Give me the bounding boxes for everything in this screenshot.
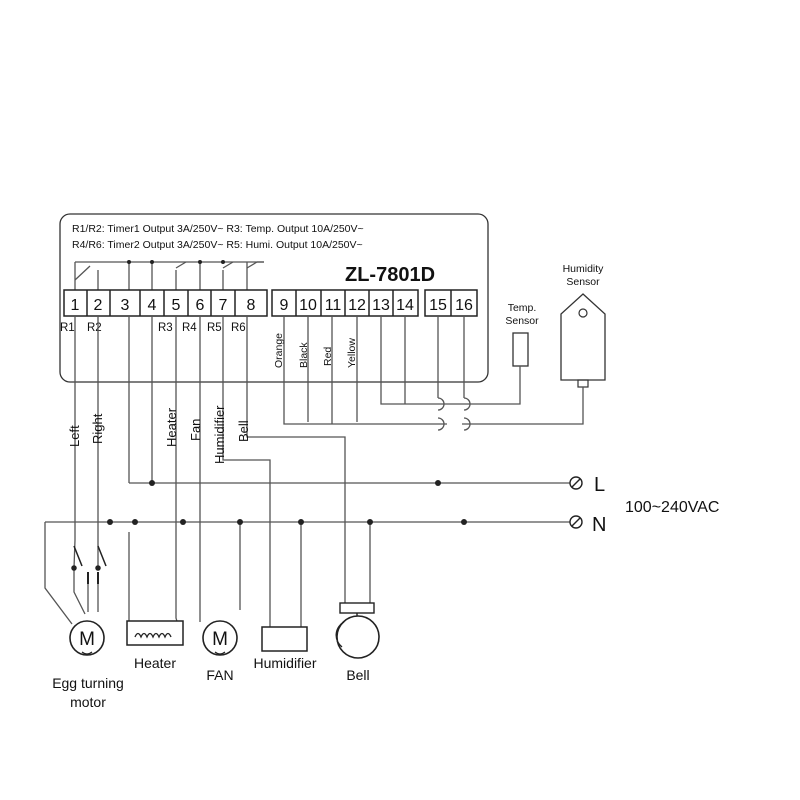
wire-color-red: Red xyxy=(322,347,334,366)
terminal-2: 2 xyxy=(94,297,103,314)
temp-sensor-label-1: Temp. xyxy=(508,302,537,314)
terminal-12: 12 xyxy=(348,297,366,314)
wire-labels: Left Right Heater Fan Humidifier Bell xyxy=(67,405,251,464)
wire-color-yellow: Yellow xyxy=(346,338,358,368)
humidifier-label: Humidifier xyxy=(253,655,316,671)
wire-color-labels: Orange Black Red Yellow xyxy=(273,333,358,368)
wire-crossovers xyxy=(437,397,471,431)
relay-label-r1: R1 xyxy=(60,322,75,334)
model-name: ZL-7801D xyxy=(345,264,435,286)
humidity-sensor-label-2: Sensor xyxy=(566,276,600,288)
capacitor-icon xyxy=(87,572,99,584)
terminal-icon xyxy=(569,476,583,529)
terminal-3: 3 xyxy=(121,297,130,314)
wire-label-left: Left xyxy=(67,425,82,447)
fan-motor-icon: M xyxy=(202,620,238,656)
spec-note-1: R1/R2: Timer1 Output 3A/250V~ R3: Temp. … xyxy=(72,223,364,235)
wire-label-bell: Bell xyxy=(236,420,251,442)
relay-label-r4: R4 xyxy=(182,322,197,334)
terminal-13: 13 xyxy=(372,297,390,314)
wire-label-heater: Heater xyxy=(164,407,179,447)
wire-label-fan: Fan xyxy=(188,419,203,441)
terminal-14: 14 xyxy=(396,297,414,314)
terminal-7: 7 xyxy=(219,297,228,314)
relay-labels: R1 R2 R3 R4 R5 R6 xyxy=(60,322,246,334)
terminal-numbers: 1 2 3 4 5 6 7 8 9 10 11 12 13 14 15 16 xyxy=(71,297,473,314)
terminal-16: 16 xyxy=(455,297,473,314)
neutral-label: N xyxy=(592,514,606,536)
wire-color-orange: Orange xyxy=(273,333,285,368)
terminal-block-power xyxy=(424,289,478,317)
temp-sensor-label-2: Sensor xyxy=(505,315,539,327)
terminal-block-sensors xyxy=(271,289,419,317)
motor-icon: M xyxy=(69,620,105,656)
motor-label-1: Egg turning xyxy=(52,675,124,691)
switch-icon xyxy=(71,545,107,571)
heater-coil-icon xyxy=(126,620,184,646)
relay-junctions xyxy=(127,260,225,264)
relay-contacts xyxy=(74,261,264,290)
controller-box xyxy=(59,213,489,383)
terminal-11: 11 xyxy=(325,297,342,314)
terminal-8: 8 xyxy=(247,297,256,314)
bell-label: Bell xyxy=(346,667,369,683)
svg-text:M: M xyxy=(79,629,95,650)
heater-label: Heater xyxy=(134,655,176,671)
terminal-10: 10 xyxy=(299,297,317,314)
terminal-1: 1 xyxy=(71,297,80,314)
terminal-5: 5 xyxy=(172,297,181,314)
fan-label: FAN xyxy=(206,667,233,683)
temp-sensor-probe xyxy=(512,332,529,367)
wiring xyxy=(44,316,584,629)
terminal-15: 15 xyxy=(429,297,447,314)
terminal-4: 4 xyxy=(148,297,157,314)
bell-icon xyxy=(335,602,380,659)
wire-color-black: Black xyxy=(298,342,310,368)
wire-label-right: Right xyxy=(90,413,105,444)
svg-text:M: M xyxy=(212,629,228,650)
bus-junctions xyxy=(107,480,467,525)
humidity-sensor-label-1: Humidity xyxy=(563,263,605,275)
line-label: L xyxy=(594,474,605,496)
voltage-label: 100~240VAC xyxy=(625,499,719,516)
humidity-sensor-body xyxy=(560,293,606,388)
terminal-6: 6 xyxy=(196,297,205,314)
motor-label-2: motor xyxy=(70,694,106,710)
wire-label-humidifier: Humidifier xyxy=(212,405,227,464)
relay-label-r2: R2 xyxy=(87,322,102,334)
relay-label-r6: R6 xyxy=(231,322,246,334)
terminal-block-relays xyxy=(63,289,268,317)
humidifier-icon xyxy=(261,626,308,652)
relay-label-r3: R3 xyxy=(158,322,173,334)
terminal-9: 9 xyxy=(280,297,289,314)
spec-note-2: R4/R6: Timer2 Output 3A/250V~ R5: Humi. … xyxy=(72,239,363,251)
relay-label-r5: R5 xyxy=(207,322,222,334)
